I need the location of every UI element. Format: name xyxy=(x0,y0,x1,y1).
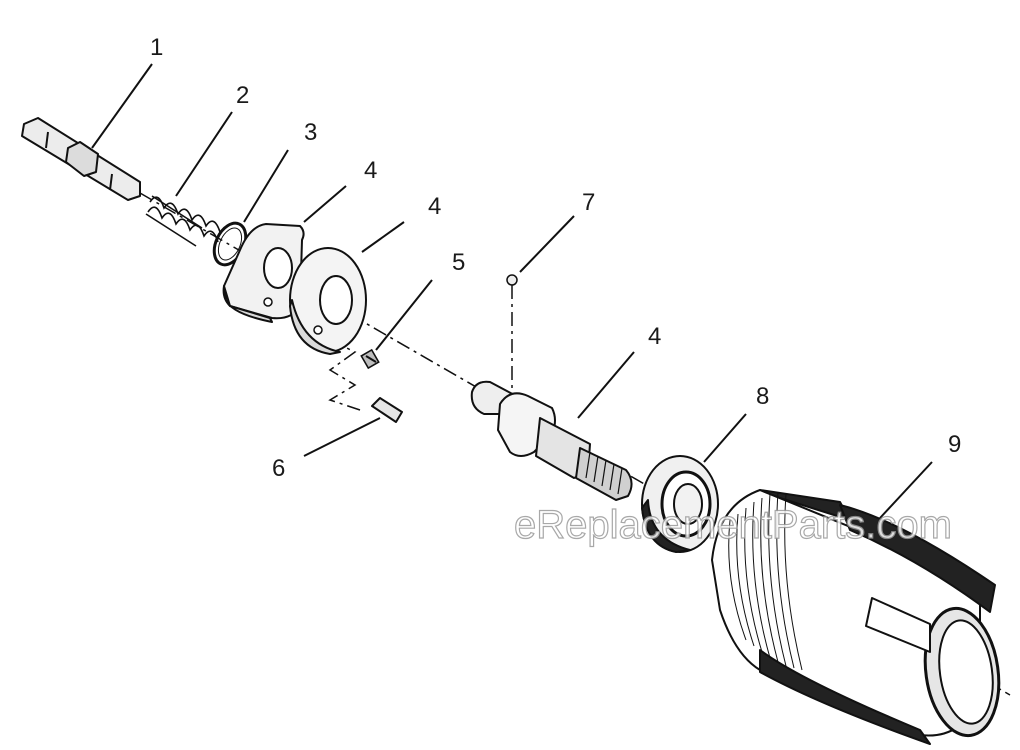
callout-2: 2 xyxy=(236,82,249,109)
callout-3: 3 xyxy=(304,119,317,146)
part-2-spring xyxy=(145,195,221,247)
part-5-set-screw xyxy=(360,348,380,370)
callout-4a: 4 xyxy=(364,157,377,184)
leader-lines xyxy=(91,63,933,519)
callout-1: 1 xyxy=(150,34,163,61)
part-8-bearing xyxy=(641,455,719,553)
callout-9: 9 xyxy=(948,431,961,458)
callout-7: 7 xyxy=(582,189,595,216)
part-4-drive-shaft xyxy=(470,380,633,501)
part-7-ball xyxy=(506,274,518,286)
callout-4c: 4 xyxy=(648,323,661,350)
watermark-text: eReplacementParts.com xyxy=(514,503,952,547)
callout-8: 8 xyxy=(756,383,769,410)
callout-4b: 4 xyxy=(428,193,441,220)
part-6-roll-pin xyxy=(371,397,403,423)
callout-5: 5 xyxy=(452,249,465,276)
callout-6: 6 xyxy=(272,455,285,482)
part-1-valve-shaft xyxy=(21,117,141,201)
part-9-housing xyxy=(711,489,1001,745)
callout-labels: 1 2 3 4 4 5 6 7 4 8 9 xyxy=(150,34,961,482)
part-4-ring-plate xyxy=(289,247,367,355)
part-4-cam-plate xyxy=(222,223,305,323)
